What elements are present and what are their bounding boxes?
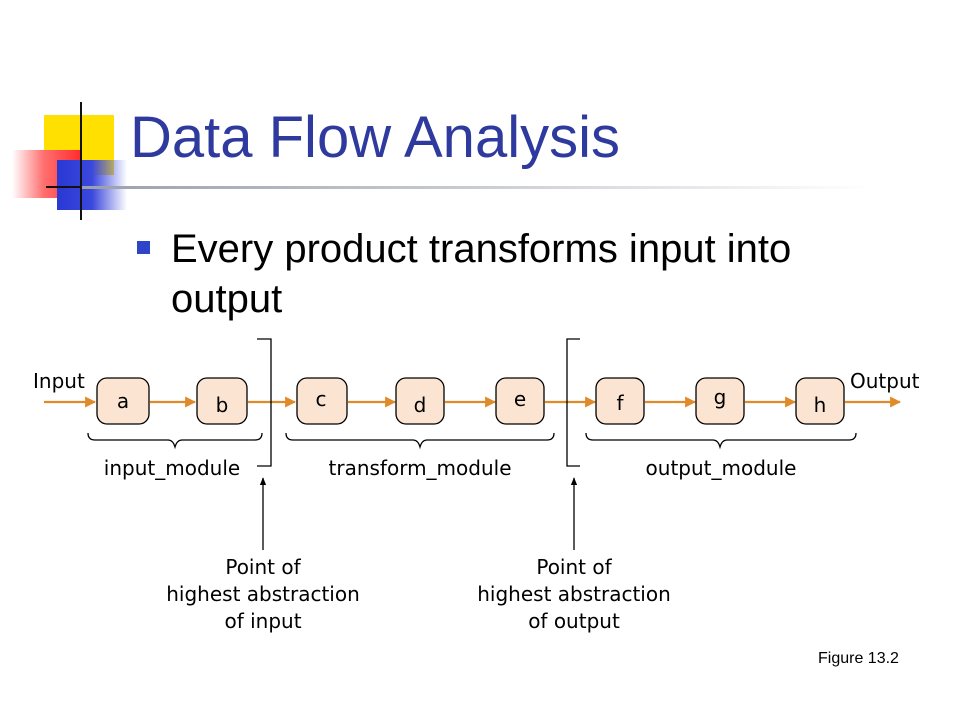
svg-text:g: g	[714, 385, 727, 409]
input-label: Input	[33, 369, 85, 393]
node-e: e	[495, 377, 545, 425]
node-c: c	[296, 377, 348, 425]
node-h: h	[795, 377, 845, 425]
svg-text:highest abstraction: highest abstraction	[166, 582, 360, 606]
input-module-label: input_module	[104, 456, 240, 480]
output-abstraction-label: Point of highest abstraction of output	[477, 555, 671, 633]
svg-text:Point of: Point of	[225, 555, 301, 579]
output-module-label: output_module	[646, 456, 797, 480]
svg-text:a: a	[117, 389, 129, 413]
nodes: a b c d e f g h	[96, 377, 845, 425]
svg-text:of input: of input	[224, 609, 301, 633]
output-label: Output	[850, 369, 920, 393]
transform-module-brace	[285, 432, 555, 450]
svg-text:e: e	[514, 387, 526, 411]
transform-module-label: transform_module	[329, 456, 512, 480]
slide-title: Data Flow Analysis	[130, 105, 620, 170]
node-a: a	[96, 377, 150, 425]
node-d: d	[395, 377, 445, 425]
svg-text:b: b	[216, 393, 229, 417]
module-braces	[87, 432, 857, 450]
output-module-brace	[585, 432, 857, 450]
bullet-text: Every product transforms input into outp…	[171, 227, 792, 321]
input-module-brace	[87, 432, 263, 450]
bullet-square-icon	[137, 241, 150, 254]
svg-text:Point of: Point of	[536, 555, 612, 579]
svg-text:h: h	[814, 393, 827, 417]
svg-text:of output: of output	[528, 609, 620, 633]
node-b: b	[196, 377, 248, 425]
figure-caption: Figure 13.2	[818, 650, 899, 667]
node-f: f	[595, 377, 645, 425]
input-abstraction-label: Point of highest abstraction of input	[166, 555, 360, 633]
svg-text:f: f	[616, 391, 624, 415]
svg-text:c: c	[316, 387, 327, 411]
input-boundary-bracket	[257, 338, 272, 467]
logo-vertical-line	[80, 102, 82, 220]
svg-text:highest abstraction: highest abstraction	[477, 582, 671, 606]
svg-text:d: d	[414, 393, 427, 417]
corner-logo	[0, 0, 140, 230]
output-boundary-bracket	[566, 338, 580, 467]
logo-blue-square	[57, 160, 127, 210]
node-g: g	[695, 377, 745, 425]
title-underline	[82, 186, 872, 189]
